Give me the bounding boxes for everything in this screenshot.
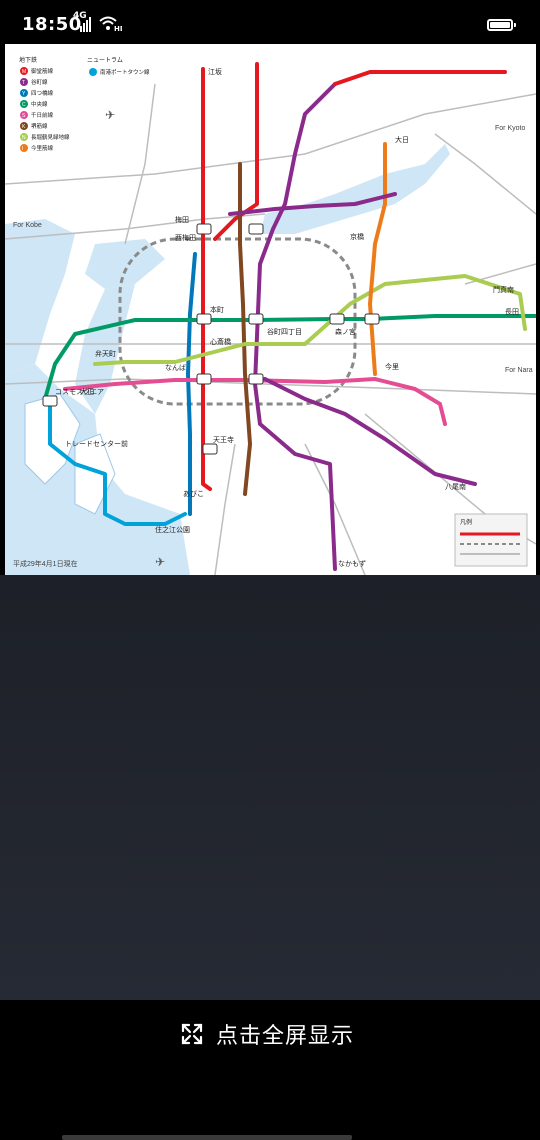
station-label-kadomaminami: 門真南 <box>493 285 514 294</box>
station-label-imazato: 今里 <box>385 362 399 371</box>
legend-box-title: 凡例 <box>460 518 472 526</box>
station-label-dainichi: 大日 <box>395 135 409 144</box>
legend-line-name-I: 今里筋線 <box>31 144 54 152</box>
note-date: 平成29年4月1日現在 <box>13 559 78 568</box>
legend-code-Y: Y <box>22 91 26 97</box>
legend-line-name-K: 堺筋線 <box>31 122 48 130</box>
legend-line-name-N: 長堀鶴見緑地線 <box>31 133 70 141</box>
legend-badge-S <box>20 111 28 119</box>
legend-code-N: N <box>22 135 26 141</box>
legend-code-K: K <box>22 124 26 130</box>
note-for-kobe: For Kobe <box>13 222 42 229</box>
station-label-yaominami: 八尾南 <box>445 482 466 491</box>
legend-line-name-T: 谷町線 <box>31 78 48 86</box>
subway-map-image[interactable]: 梅田 なんば 天王寺 本町 心斎橋 京橋 コスモスクエア あびこ なかもず 江坂… <box>5 44 536 575</box>
viewer-background <box>0 575 540 1000</box>
bottom-bar <box>0 1000 540 1140</box>
legend-code-T: T <box>22 80 25 86</box>
subway-map[interactable]: 梅田 なんば 天王寺 本町 心斎橋 京橋 コスモスクエア あびこ なかもず 江坂… <box>5 44 536 575</box>
legend-code-C: C <box>22 102 26 108</box>
battery-icon <box>487 19 516 31</box>
expand-icon <box>181 1023 203 1045</box>
note-for-kyoto: For Kyoto <box>495 125 525 132</box>
legend-badge-N <box>20 133 28 141</box>
fullscreen-label: 点击全屏显示 <box>216 1024 355 1049</box>
station-label-kyobashi: 京橋 <box>350 232 364 241</box>
home-indicator[interactable] <box>62 1135 352 1140</box>
legend-badge-I <box>20 144 28 152</box>
legend-code-I: I <box>22 146 23 152</box>
station-label-nagata: 長田 <box>505 308 519 316</box>
wifi-icon: HD <box>99 16 122 32</box>
legend-line-name-M: 御堂筋線 <box>31 67 54 75</box>
legend-line-name-S: 千日前線 <box>31 111 54 119</box>
station-label-nishiumeda: 西梅田 <box>175 233 196 242</box>
airport-icon: ✈ <box>105 108 115 122</box>
station-label-bentencho: 弁天町 <box>95 349 116 358</box>
station-label-tanimachi4: 谷町四丁目 <box>267 327 302 336</box>
status-time: 18:50 <box>22 14 82 35</box>
station-label-tennoji: 天王寺 <box>213 436 234 444</box>
hd-icon: HD <box>114 25 122 32</box>
legend-code-S: S <box>22 113 26 119</box>
station-label-trade-center: トレードセンター前 <box>65 439 128 448</box>
fullscreen-button[interactable]: 点击全屏显示 <box>180 1019 360 1049</box>
station-label-namba: なんば <box>165 363 186 372</box>
station-label-nakamozu: なかもず <box>338 559 366 568</box>
station-label-shinsaibashi: 心斎橋 <box>210 337 231 346</box>
station-label-cosmosquare: コスモスクエア <box>55 388 104 396</box>
legend-badge-T <box>20 78 28 86</box>
legend-title-subway: 地下鉄 <box>19 56 37 64</box>
status-bar: 18:50 4G HD <box>0 0 540 44</box>
station-label-taishi: 大正 <box>80 387 94 396</box>
legend-badge-K <box>20 122 28 130</box>
station-label-hommachi: 本町 <box>210 305 224 314</box>
legend-line-name-Y: 四つ橋線 <box>31 89 54 97</box>
station-label-suminoekoen: 住之江公園 <box>155 525 190 534</box>
legend-badge-C <box>20 100 28 108</box>
station-label-umeda: 梅田 <box>175 215 189 224</box>
legend-badge-Y <box>20 89 28 97</box>
legend-line-name-C: 中央線 <box>31 100 48 108</box>
legend-newtram-line: 南港ポートタウン線 <box>100 68 150 76</box>
station-label-abiko: あびこ <box>183 490 204 498</box>
line-legend: 地下鉄 ニュートラム 南港ポートタウン線 M 御堂筋線 T 谷町線 Y 四つ橋線 C 中央線 S… <box>19 56 150 152</box>
legend-code-M: M <box>22 69 26 75</box>
network-type-label: 4G <box>73 11 87 21</box>
legend-badge-P <box>89 68 97 76</box>
station-label-morinomiya: 森ノ宮 <box>335 327 356 336</box>
legend-box: 凡例 <box>454 513 528 567</box>
station-label-esaka: 江坂 <box>208 67 222 76</box>
note-for-nara: For Nara <box>505 367 533 374</box>
airport-icon-kix: ✈ <box>155 555 165 569</box>
signal-icon <box>80 17 91 32</box>
legend-badge-M <box>20 67 28 75</box>
legend-title-newtram: ニュートラム <box>87 57 123 64</box>
